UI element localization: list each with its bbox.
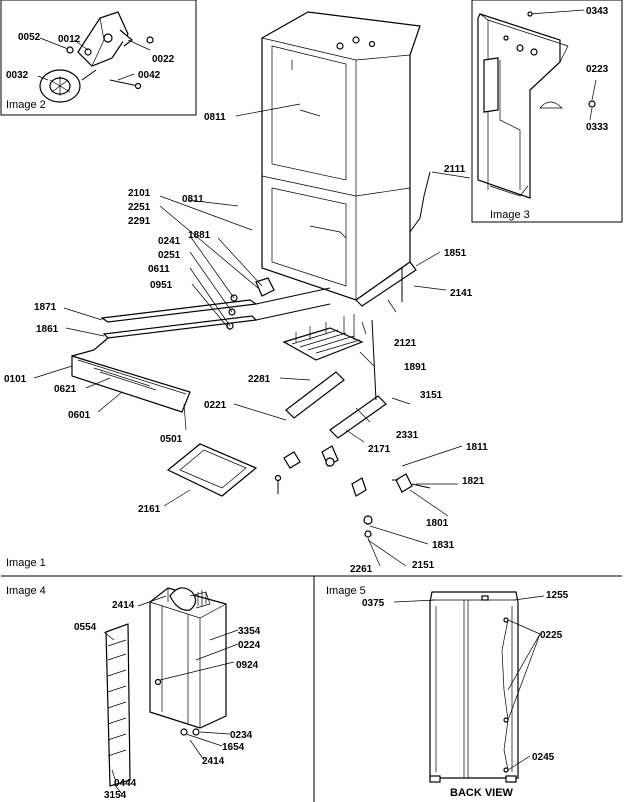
label-1831: 1831 <box>432 540 455 551</box>
label-0621: 0621 <box>54 384 77 395</box>
label-1255: 1255 <box>546 590 569 601</box>
panel-title-image4: Image 4 <box>6 585 46 597</box>
label-2141: 2141 <box>450 288 473 299</box>
label-0012: 0012 <box>58 34 81 45</box>
label-0234: 0234 <box>230 730 253 741</box>
image2-artwork <box>37 11 154 103</box>
label-0241: 0241 <box>158 236 181 247</box>
image3-artwork <box>477 9 597 199</box>
label-0251: 0251 <box>158 250 181 261</box>
label-2251: 2251 <box>128 202 151 213</box>
label-1821: 1821 <box>462 476 485 487</box>
label-0811-upper: 0811 <box>204 112 226 123</box>
label-2121: 2121 <box>394 338 417 349</box>
label-0375: 0375 <box>362 598 385 609</box>
label-0042: 0042 <box>138 70 161 81</box>
label-0444: 0444 <box>114 778 137 789</box>
label-0225: 0225 <box>540 630 563 641</box>
label-1891: 1891 <box>404 362 427 373</box>
label-0221: 0221 <box>204 400 227 411</box>
label-0245: 0245 <box>532 752 555 763</box>
back-view-caption: BACK VIEW <box>450 787 514 799</box>
label-0052: 0052 <box>18 32 41 43</box>
image5-artwork <box>393 591 545 783</box>
image4-artwork <box>103 587 239 795</box>
label-1811: 1811 <box>466 442 488 453</box>
label-2111: 2111 <box>444 164 466 175</box>
label-0611: 0611 <box>148 264 170 275</box>
label-1851: 1851 <box>444 248 467 259</box>
label-2161: 2161 <box>138 504 161 515</box>
label-2414-bottom: 2414 <box>202 756 225 767</box>
label-1654: 1654 <box>222 742 245 753</box>
label-0811-lower: 0811 <box>182 194 204 205</box>
image1-artwork <box>33 11 471 567</box>
panel-title-image1: Image 1 <box>6 557 46 569</box>
label-0333: 0333 <box>586 122 609 133</box>
label-0223: 0223 <box>586 64 609 75</box>
label-0224: 0224 <box>238 640 261 651</box>
label-2291: 2291 <box>128 216 151 227</box>
label-0032: 0032 <box>6 70 29 81</box>
label-0501: 0501 <box>160 434 183 445</box>
label-1881: 1881 <box>188 230 211 241</box>
label-0022: 0022 <box>152 54 175 65</box>
label-2331: 2331 <box>396 430 419 441</box>
label-0554: 0554 <box>74 622 97 633</box>
label-0343: 0343 <box>586 6 609 17</box>
label-2151: 2151 <box>412 560 435 571</box>
label-1871: 1871 <box>34 302 57 313</box>
label-3151: 3151 <box>420 390 443 401</box>
label-2171: 2171 <box>368 444 391 455</box>
label-0924: 0924 <box>236 660 259 671</box>
panel-title-image5: Image 5 <box>326 585 366 597</box>
label-0101: 0101 <box>4 374 27 385</box>
label-1801: 1801 <box>426 518 449 529</box>
label-2281: 2281 <box>248 374 271 385</box>
label-3154: 3154 <box>104 790 127 801</box>
label-2261: 2261 <box>350 564 373 575</box>
label-3354: 3354 <box>238 626 261 637</box>
label-1861: 1861 <box>36 324 59 335</box>
label-0951: 0951 <box>150 280 173 291</box>
label-2414-top: 2414 <box>112 600 135 611</box>
panel-title-image3: Image 3 <box>490 209 530 221</box>
label-2101: 2101 <box>128 188 151 199</box>
panel-title-image2: Image 2 <box>6 99 46 111</box>
label-0601: 0601 <box>68 410 91 421</box>
